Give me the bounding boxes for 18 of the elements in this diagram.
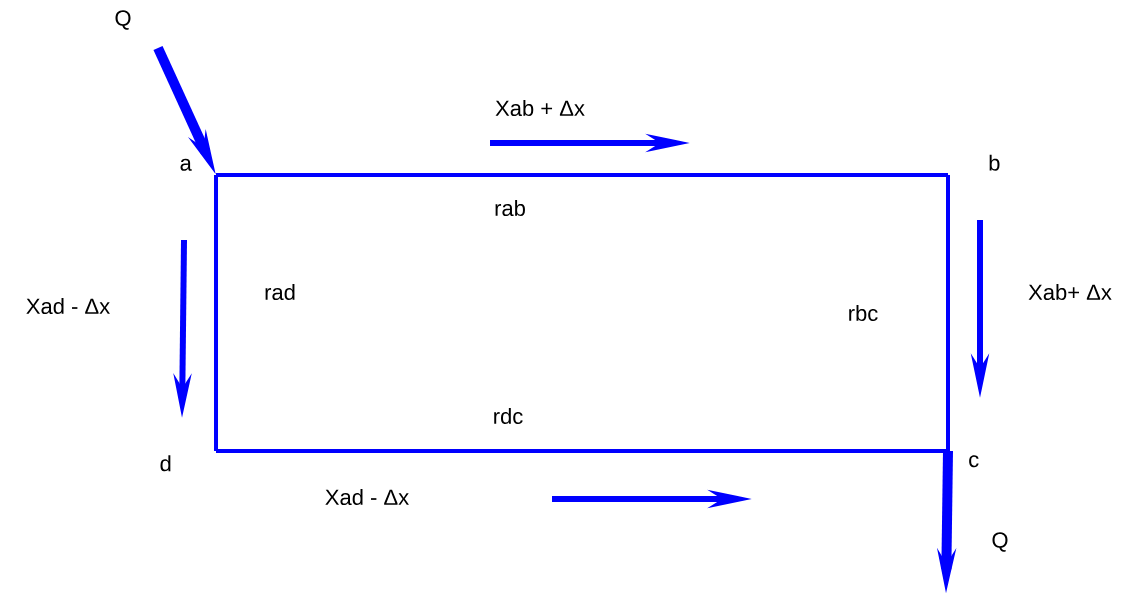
edge-label: rad <box>265 283 295 301</box>
flow-label: Q <box>115 10 131 30</box>
flow-label: Xab+ Δx <box>1028 283 1112 301</box>
edge-label: rab <box>495 199 525 217</box>
corner-label: a <box>180 158 192 171</box>
pipe-line <box>216 449 948 453</box>
flow-label: Xad - Δx <box>26 297 110 315</box>
corner-label: d <box>160 455 171 472</box>
flow-label: Xad - Δx <box>325 488 409 506</box>
pipe-line <box>214 175 218 451</box>
edge-label: rbc <box>849 304 878 322</box>
edge-label: rdc <box>494 407 523 425</box>
flow-label: Xab + Δx <box>495 99 585 117</box>
corner-label: c <box>969 455 979 468</box>
corner-label: b <box>989 154 1000 171</box>
flow-label: Q <box>992 532 1008 552</box>
pipe-line <box>946 175 950 451</box>
pipe-line <box>216 173 948 177</box>
